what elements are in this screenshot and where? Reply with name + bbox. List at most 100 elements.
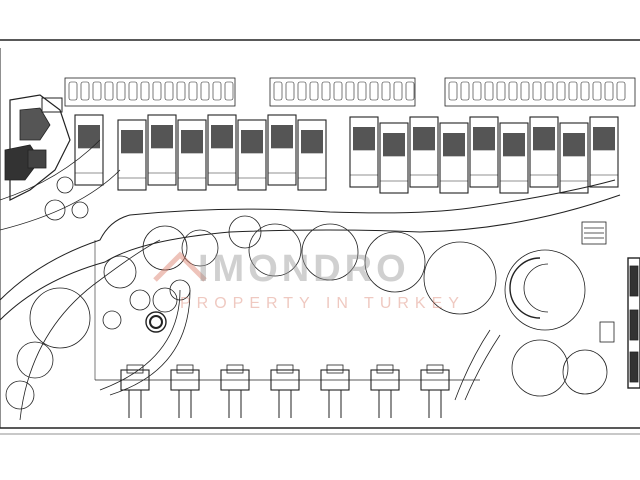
villa-unit (420, 369, 450, 391)
pool-villas (120, 364, 450, 418)
building-core (413, 127, 435, 151)
villa-terrace (326, 364, 344, 374)
tree-canopy (511, 339, 569, 397)
car-icon (188, 81, 198, 101)
building-core (78, 125, 100, 149)
tree-canopy (169, 279, 191, 301)
building-unit (117, 119, 147, 191)
building-unit (297, 119, 327, 191)
car-icon (520, 81, 530, 101)
tree-canopy (5, 380, 35, 410)
tree-canopy (248, 223, 302, 277)
tree-canopy (44, 199, 66, 221)
car-icon (448, 81, 458, 101)
tree-canopy (228, 215, 262, 249)
building-core (181, 130, 203, 154)
car-icon (604, 81, 614, 101)
building-unit (74, 114, 104, 186)
car-icon (104, 81, 114, 101)
building-core (151, 125, 173, 149)
tree-canopy (16, 341, 54, 379)
parking-area (269, 77, 416, 107)
villa-unit (370, 369, 400, 391)
car-icon (369, 81, 379, 101)
landscape-paths (0, 179, 621, 421)
car-icon (273, 81, 283, 101)
car-icon (556, 81, 566, 101)
car-icon (212, 81, 222, 101)
building-core (241, 130, 263, 154)
villa-terrace (276, 364, 294, 374)
tree-canopy (71, 201, 89, 219)
west-buildings (0, 94, 121, 231)
car-icon (532, 81, 542, 101)
car-icon (321, 81, 331, 101)
building-unit (409, 116, 439, 188)
building-core (271, 125, 293, 149)
tree-canopy (129, 289, 151, 311)
building-unit (267, 114, 297, 186)
house-logo-icon (153, 251, 207, 282)
parking-area (64, 77, 236, 107)
building-core (533, 127, 555, 151)
car-icon (405, 81, 415, 101)
villa-unit (170, 369, 200, 391)
tree-canopy (152, 287, 178, 313)
tree-canopy (142, 225, 188, 271)
car-icon (152, 81, 162, 101)
tree-canopy (56, 176, 74, 194)
car-icon (80, 81, 90, 101)
building-unit (207, 114, 237, 186)
car-icon (544, 81, 554, 101)
villa-terrace (376, 364, 394, 374)
car-icon (357, 81, 367, 101)
building-unit (147, 114, 177, 186)
car-icon (616, 81, 626, 101)
car-icon (128, 81, 138, 101)
building-unit (469, 116, 499, 188)
car-icon (164, 81, 174, 101)
car-icon (496, 81, 506, 101)
tree-canopy (103, 255, 137, 289)
building-unit (177, 119, 207, 191)
car-icon (68, 81, 78, 101)
building-core (383, 133, 405, 157)
ring-features (102, 310, 167, 333)
watermark: IMONDRO PROPERTY IN TURKEY (150, 240, 510, 330)
building-unit (589, 116, 619, 188)
building-core (563, 133, 585, 157)
tree-canopy (181, 229, 219, 267)
building-core (121, 130, 143, 154)
car-icon (224, 81, 234, 101)
watermark-tagline: PROPERTY IN TURKEY (180, 295, 465, 312)
building-unit (439, 122, 469, 194)
east-features (509, 221, 640, 389)
building-unit (349, 116, 379, 188)
villa-terrace (176, 364, 194, 374)
building-unit (559, 122, 589, 194)
car-icon (345, 81, 355, 101)
watermark-brand: IMONDRO (198, 248, 410, 290)
car-icon (116, 81, 126, 101)
tree-canopy (301, 223, 359, 281)
car-icon (200, 81, 210, 101)
building-core (443, 133, 465, 157)
north-buildings (74, 114, 619, 194)
trees (5, 176, 608, 410)
car-icon (484, 81, 494, 101)
villa-terrace (426, 364, 444, 374)
car-icon (460, 81, 470, 101)
car-icon (297, 81, 307, 101)
building-core (211, 125, 233, 149)
car-icon (580, 81, 590, 101)
car-icon (140, 81, 150, 101)
tree-canopy (562, 349, 608, 395)
car-icon (393, 81, 403, 101)
parking-row-1 (64, 77, 636, 107)
building-unit (529, 116, 559, 188)
villa-unit (220, 369, 250, 391)
villa-unit (120, 369, 150, 391)
tree-canopy (504, 249, 586, 331)
car-icon (472, 81, 482, 101)
